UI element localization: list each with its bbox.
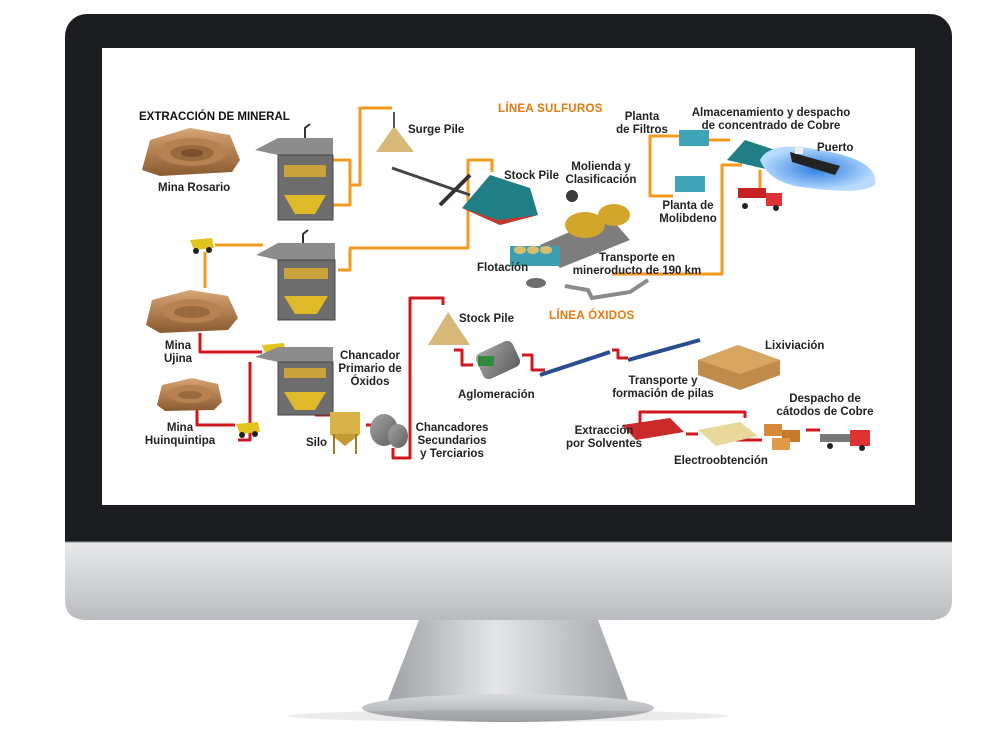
label-line: formación de pilas (612, 388, 714, 400)
oxide-stock-pile-icon (428, 312, 470, 345)
label-flotacion: Flotación (477, 262, 529, 274)
label-line: de concentrado de Cobre (701, 120, 841, 132)
label-despacho-catodos: Despacho de cátodos de Cobre (770, 393, 880, 419)
label-line: Ujina (163, 353, 193, 365)
label-chancador-primario: Chancador Primario de Óxidos (336, 350, 404, 389)
label-silo: Silo (306, 437, 328, 449)
copper-cathodes-icon (764, 424, 800, 450)
label-line: Transporte y (628, 375, 698, 387)
port-ship-icon (760, 146, 876, 191)
mina-rosario-pit (142, 128, 240, 176)
label-puerto: Puerto (817, 142, 854, 154)
label-line: de Filtros (616, 124, 668, 136)
label-line: mineroducto de 190 km (572, 265, 702, 277)
sulfuros-flow-lines (203, 106, 785, 288)
diagram-title: EXTRACCIÓN DE MINERAL (139, 111, 290, 123)
silo-icon (330, 412, 360, 454)
label-line: Planta (624, 111, 660, 123)
truck-icon (820, 430, 870, 451)
label-line: Almacenamiento y despacho (691, 107, 851, 119)
grinding-mills-icon (540, 190, 630, 268)
conveyor-icon (438, 173, 472, 207)
mining-truck-icon (236, 422, 260, 438)
label-mina-huinquintipa: Mina Huinquintipa (140, 422, 220, 448)
label-almacenamiento: Almacenamiento y despacho de concentrado… (688, 107, 854, 133)
label-line: Despacho de (789, 393, 861, 405)
label-line: Molibdeno (659, 213, 717, 225)
label-line: cátodos de Cobre (776, 406, 874, 418)
label-line: y Terciarios (420, 448, 484, 460)
truck-icon (738, 188, 782, 211)
label-planta-filtros: Planta de Filtros (614, 111, 670, 137)
label-electroobtencion: Electroobtención (674, 455, 768, 467)
label-line: Mina (164, 340, 192, 352)
label-mina-ujina: Mina Ujina (158, 340, 198, 366)
monitor-stand (288, 620, 728, 722)
stacking-conveyors-icon (539, 338, 701, 377)
label-line: Mina (166, 422, 194, 434)
label-line: Chancador (339, 350, 401, 362)
primary-crusher-building (255, 123, 334, 221)
molybdenum-plant-icon (675, 176, 705, 192)
stock-pile-dome (462, 175, 538, 225)
label-line: Extracción (574, 425, 634, 437)
secondary-crushers-icon (370, 414, 408, 448)
label-line: Clasificación (565, 174, 637, 186)
label-line: Transporte en (598, 252, 676, 264)
oxide-primary-crusher-building (255, 347, 334, 416)
pipeline-icon (564, 278, 650, 301)
label-line: Planta de (662, 200, 714, 212)
label-extraccion-solventes: Extracción por Solventes (562, 425, 646, 451)
label-line: Primario de (338, 363, 402, 375)
solvent-extraction-icon (622, 418, 684, 440)
label-line: Secundarios (417, 435, 487, 447)
label-line: por Solventes (565, 438, 643, 450)
oxidos-section-label: LÍNEA ÓXIDOS (549, 310, 635, 322)
label-chancadores: Chancadores Secundarios y Terciarios (412, 422, 492, 461)
label-line: Óxidos (350, 376, 390, 388)
mining-truck-icon (190, 238, 214, 254)
label-aglomeracion: Aglomeración (458, 389, 535, 401)
mina-huinquintipa-pit (157, 378, 222, 411)
label-planta-molibdeno: Planta de Molibdeno (656, 200, 720, 226)
leach-pad-icon (698, 345, 780, 390)
label-transporte-mineroducto: Transporte en mineroducto de 190 km (566, 252, 708, 278)
electrowinning-icon (698, 422, 758, 446)
mina-ujina-pit (146, 290, 238, 333)
label-molienda: Molienda y Clasificación (562, 161, 640, 187)
agglomeration-drum-icon (475, 340, 521, 380)
label-surge-pile: Surge Pile (408, 124, 465, 136)
sulfuros-section-label: LÍNEA SULFUROS (498, 103, 603, 115)
surge-pile-icon (376, 112, 414, 152)
flotation-cells-icon (510, 246, 560, 288)
label-transporte-pilas: Transporte y formación de pilas (606, 375, 720, 401)
filter-plant-icon (679, 130, 709, 146)
label-line: Huinquintipa (144, 435, 216, 447)
label-stock-pile-sulfuros: Stock Pile (504, 170, 559, 182)
primary-crusher-building (256, 229, 336, 321)
label-lixiviacion: Lixiviación (765, 340, 825, 352)
label-stock-pile-oxidos: Stock Pile (459, 313, 514, 325)
label-mina-rosario: Mina Rosario (158, 182, 231, 194)
label-line: Chancadores (415, 422, 489, 434)
label-line: Molienda y (571, 161, 631, 173)
